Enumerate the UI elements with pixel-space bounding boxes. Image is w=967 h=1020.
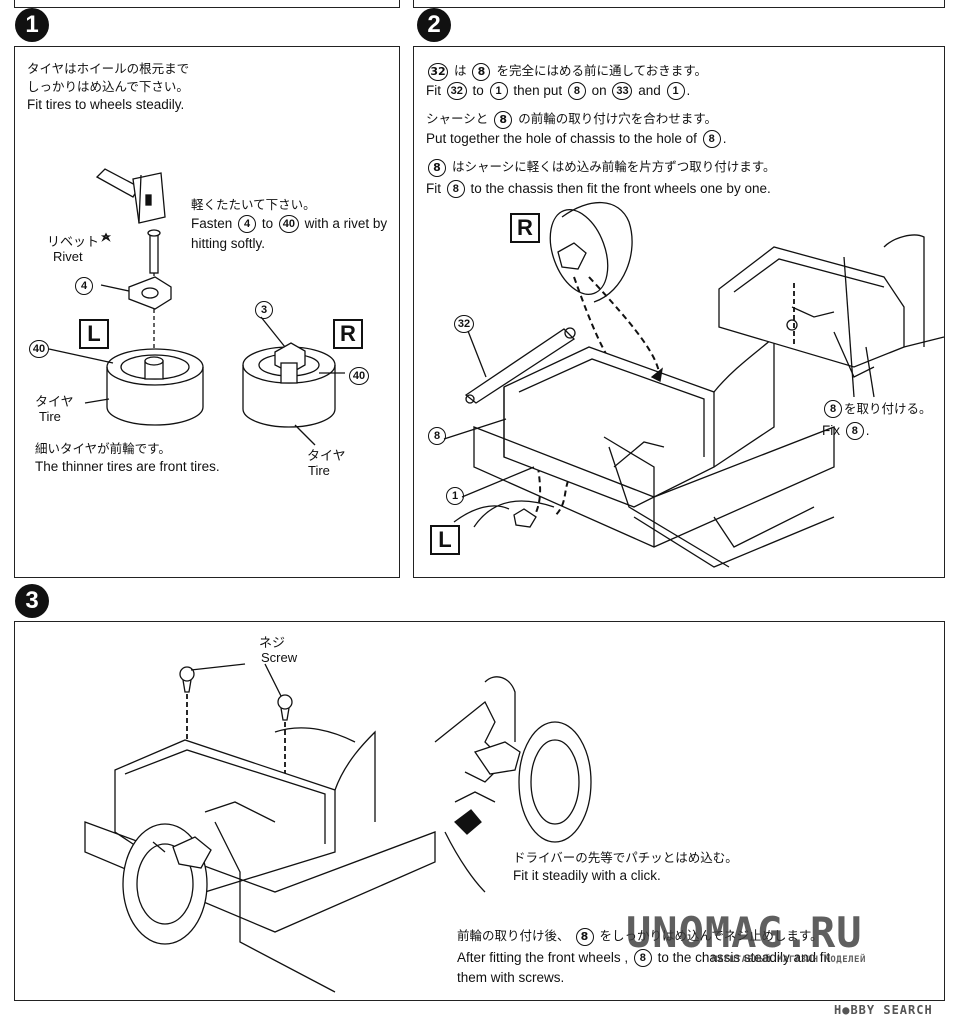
previous-section-edge-right [413,0,945,8]
l2-en-a: Put together the hole of chassis to the … [426,131,697,146]
part-8-ref-5: 8 [446,180,465,199]
hammer-instruction-en-2: hitting softly. [191,236,266,251]
unomag-watermark-sub: МАСШТАБНЫЙ МАГАЗИН МОДЕЛЕЙ [712,955,866,965]
part-1-ref-en-2: 1 [666,82,685,101]
front-tire-note-ja: 細いタイヤが前輪です。 [35,441,171,456]
step-2-line2-en: Put together the hole of chassis to the … [426,129,727,149]
l1-ja-b: を完全にはめる前に通しておきます。 [496,63,707,78]
part-1-ref-en: 1 [489,82,508,101]
hammer-instruction-en: Fasten 4 to 40 with a rivet by [191,214,388,234]
part-8-ref-7: 8 [845,422,864,441]
hammer-en-c: with a rivet by [304,216,388,231]
hammer-en-a: Fasten [191,216,233,231]
driver-note-en: Fit it steadily with a click. [513,868,661,883]
screw-label-ja: ネジ [259,636,286,651]
previous-section-edge-left [14,0,400,8]
right-wheel-badge: R [510,213,540,243]
l3-en-b: to the chassis then fit the front wheels… [470,181,771,196]
step-3-illustration [84,663,592,993]
part-32-ref-en: 32 [446,82,467,101]
callout-part-40-left: 40 [29,340,49,358]
l1-en-f: . [686,83,691,98]
fix-note-en: Fix 8. [822,421,870,441]
rivet-label-en: Rivet [53,249,83,264]
callout-part-3: 3 [255,301,273,319]
step-2-number: 2 [417,8,451,42]
step-3-panel: ネジ Screw ドライバーの先等でパチッとはめ込む。 Fit it stead… [14,621,945,1001]
tire2-label-en: Tire [308,463,330,478]
part-8-ref-en: 8 [567,82,586,101]
callout-part-32: 32 [454,315,474,333]
part-8-ref: 8 [472,62,491,81]
step-1-intro-ja-1: タイヤはホイールの根元まで [27,61,190,76]
after-ja-a: 前輪の取り付け後、 [457,928,570,943]
part-8-ref-3: 8 [702,130,721,149]
part-40-ref: 40 [278,215,299,234]
callout-part-40-right: 40 [349,367,369,385]
after-en-b: to the chassis steadily and fit [657,950,831,965]
callout-part-8: 8 [428,427,446,445]
part-8-ref-step3: 8 [575,927,594,946]
after-fitting-en-2: them with screws. [457,970,565,985]
screw-label-en: Screw [261,650,298,665]
l1-ja-a: は [453,63,467,78]
tire-label-ja: タイヤ [35,395,74,410]
step-2-line1-ja: 32 は 8 を完全にはめる前に通しておきます。 [426,61,707,81]
part-8-ref-6: 8 [824,400,842,419]
left-wheel-badge: L [430,525,460,555]
part-33-ref-en: 33 [612,82,633,101]
step-1-illustration [48,168,345,446]
fix-ja: を取り付ける。 [844,401,932,416]
step-2-line1-en: Fit 32 to 1 then put 8 on 33 and 1. [426,81,691,101]
l2-ja-a: シャーシと [426,111,489,126]
l1-en-d: on [591,83,607,98]
l3-ja: はシャーシに軽くはめ込み前輪を片方ずつ取り付けます。 [451,159,776,174]
part-8-ref-step3-en: 8 [633,949,652,968]
part-32-ref: 32 [428,62,448,81]
step-1-intro-ja-2: しっかりはめ込んで下さい。 [27,79,189,94]
tire2-label-ja: タイヤ [307,449,346,464]
l1-en-b: to [472,83,484,98]
l1-en-c: then put [513,83,563,98]
front-tire-note-en: The thinner tires are front tires. [35,459,220,474]
step-2-line3-en: Fit 8 to the chassis then fit the front … [426,179,771,199]
tire-label-en: Tire [39,409,61,424]
hobby-search-watermark: H●BBY SEARCH [834,1003,933,1017]
after-fitting-ja: 前輪の取り付け後、 8 をしっかりはめ込んでネジ止めします。 [457,926,823,946]
step-1-number: 1 [15,8,49,42]
after-fitting-en: After fitting the front wheels , 8 to th… [457,948,831,968]
left-side-badge: L [79,319,109,349]
part-8-ref-2: 8 [494,110,513,129]
unomag-watermark: UNOMAG.RU [626,908,863,957]
fix-en-b: . [865,423,870,438]
part-8-ref-4: 8 [428,158,446,177]
after-ja-b: をしっかりはめ込んでネジ止めします。 [599,928,823,943]
step-2-panel: 32 は 8 を完全にはめる前に通しておきます。 Fit 32 to 1 the… [413,46,945,578]
after-en-a: After fitting the front wheels , [457,950,629,965]
callout-part-4: 4 [75,277,93,295]
l2-ja-b: の前輪の取り付け穴を合わせます。 [518,111,717,126]
step-2-line3-ja: 8 はシャーシに軽くはめ込み前輪を片方ずつ取り付けます。 [426,157,776,177]
step-1-intro-en: Fit tires to wheels steadily. [27,97,185,112]
part-4-ref: 4 [238,215,257,234]
step-2-line2-ja: シャーシと 8 の前輪の取り付け穴を合わせます。 [426,109,717,129]
step-2-illustration [443,201,945,568]
l2-en-b: . [722,131,727,146]
hammer-en-b: to [261,216,274,231]
hammer-instruction-ja: 軽くたたいて下さい。 [191,197,316,212]
right-side-badge: R [333,319,363,349]
step-1-panel: タイヤはホイールの根元まで しっかりはめ込んで下さい。 Fit tires to… [14,46,400,578]
step-3-number: 3 [15,584,49,618]
rivet-label-ja: リベット [47,235,100,250]
driver-note-ja: ドライバーの先等でパチッとはめ込む。 [513,850,738,865]
fix-en-a: Fix [822,423,840,438]
l3-en-a: Fit [426,181,441,196]
l1-en-e: and [638,83,661,98]
l1-en-a: Fit [426,83,441,98]
